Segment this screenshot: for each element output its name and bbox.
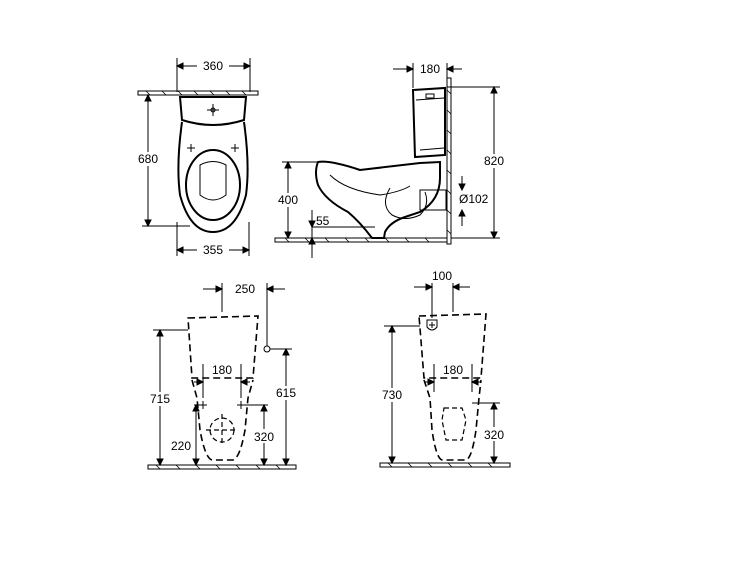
cistern-outline [178, 96, 248, 126]
top-view: 360 680 355 [134, 58, 259, 257]
plan-b-outlet-dashed [441, 407, 467, 441]
side-view-floor-hatch [284, 237, 430, 243]
dim-outlet-height-label: 55 [316, 214, 330, 228]
dim-width-top-label: 360 [203, 59, 223, 73]
plan-a-dim-length-label: 715 [150, 392, 170, 406]
plan-a-dim-connection [270, 347, 292, 467]
plan-a-dim-width [203, 283, 285, 346]
plan-a-fix-left-icon [199, 401, 207, 409]
plan-a-dim-connection-label: 615 [276, 386, 296, 400]
plan-a-floor [147, 464, 297, 470]
side-view-wall-hatch [446, 89, 452, 235]
plan-b-dim-outlet-label: 320 [484, 428, 504, 442]
plan-a-floor-hatch [155, 464, 281, 470]
side-flush-button-icon [425, 93, 435, 99]
top-view-wall-hatch [145, 90, 247, 96]
bowl-outline [177, 121, 249, 234]
plan-a-dim-width-label: 250 [235, 282, 255, 296]
bowl-trap-line [329, 174, 411, 196]
plan-b-dim-spacing-label: 180 [443, 363, 463, 377]
dim-seat-height-label: 400 [278, 193, 298, 207]
side-cistern [411, 86, 446, 159]
flush-button-icon [207, 104, 219, 116]
plan-a-bowl-dashed [191, 379, 254, 461]
plan-b-dim-length-label: 730 [382, 388, 402, 402]
dim-outlet-diameter [458, 176, 466, 226]
plan-a-dim-length [153, 328, 188, 467]
dim-outlet-height [308, 210, 375, 258]
floor-plan-b: 100 730 180 320 [378, 269, 511, 468]
fixing-point-right-icon [231, 144, 239, 152]
plan-b-floor [379, 462, 511, 468]
top-view-wall [137, 90, 259, 96]
dim-cistern-depth [393, 63, 462, 88]
plan-a-dim-spacing-label: 180 [212, 363, 232, 377]
trap-profile [385, 187, 428, 219]
plan-b-bowl-dashed [423, 379, 482, 461]
plan-a-cistern-dashed [187, 315, 259, 379]
plan-b-floor-hatch [387, 462, 493, 468]
dim-cistern-depth-label: 180 [420, 62, 440, 76]
bowl-opening [199, 161, 227, 201]
fixing-point-left-icon [187, 144, 195, 152]
side-view-floor [274, 237, 448, 243]
outlet-pipe [419, 189, 447, 211]
dim-outlet-diameter-label: Ø102 [459, 192, 489, 206]
plan-a-dim-spacing [194, 364, 250, 398]
side-view-wall [446, 77, 452, 245]
dim-depth-label: 680 [138, 152, 158, 166]
plan-a-outlet-dashed [206, 414, 238, 446]
plan-a-dim-outlet-label: 320 [254, 430, 274, 444]
side-view: 180 820 400 55 Ø102 [274, 62, 508, 258]
plan-b-water-connection-icon [426, 319, 438, 331]
plan-b-dim-spacing [425, 364, 481, 392]
plan-a-dim-offset-label: 220 [171, 439, 191, 453]
seat-outline [185, 149, 241, 221]
plan-a-dim-offset [192, 403, 200, 467]
plan-b-dim-width [414, 283, 470, 318]
floor-plan-a: 250 715 180 615 220 [146, 282, 300, 470]
dim-total-height-label: 820 [484, 154, 504, 168]
plan-b-cistern-dashed [418, 313, 487, 379]
plan-b-dim-width-label: 100 [432, 269, 452, 283]
plan-a-water-connection-icon [263, 345, 271, 353]
bowl-profile [315, 160, 441, 239]
dim-width-bottom-label: 355 [203, 243, 223, 257]
